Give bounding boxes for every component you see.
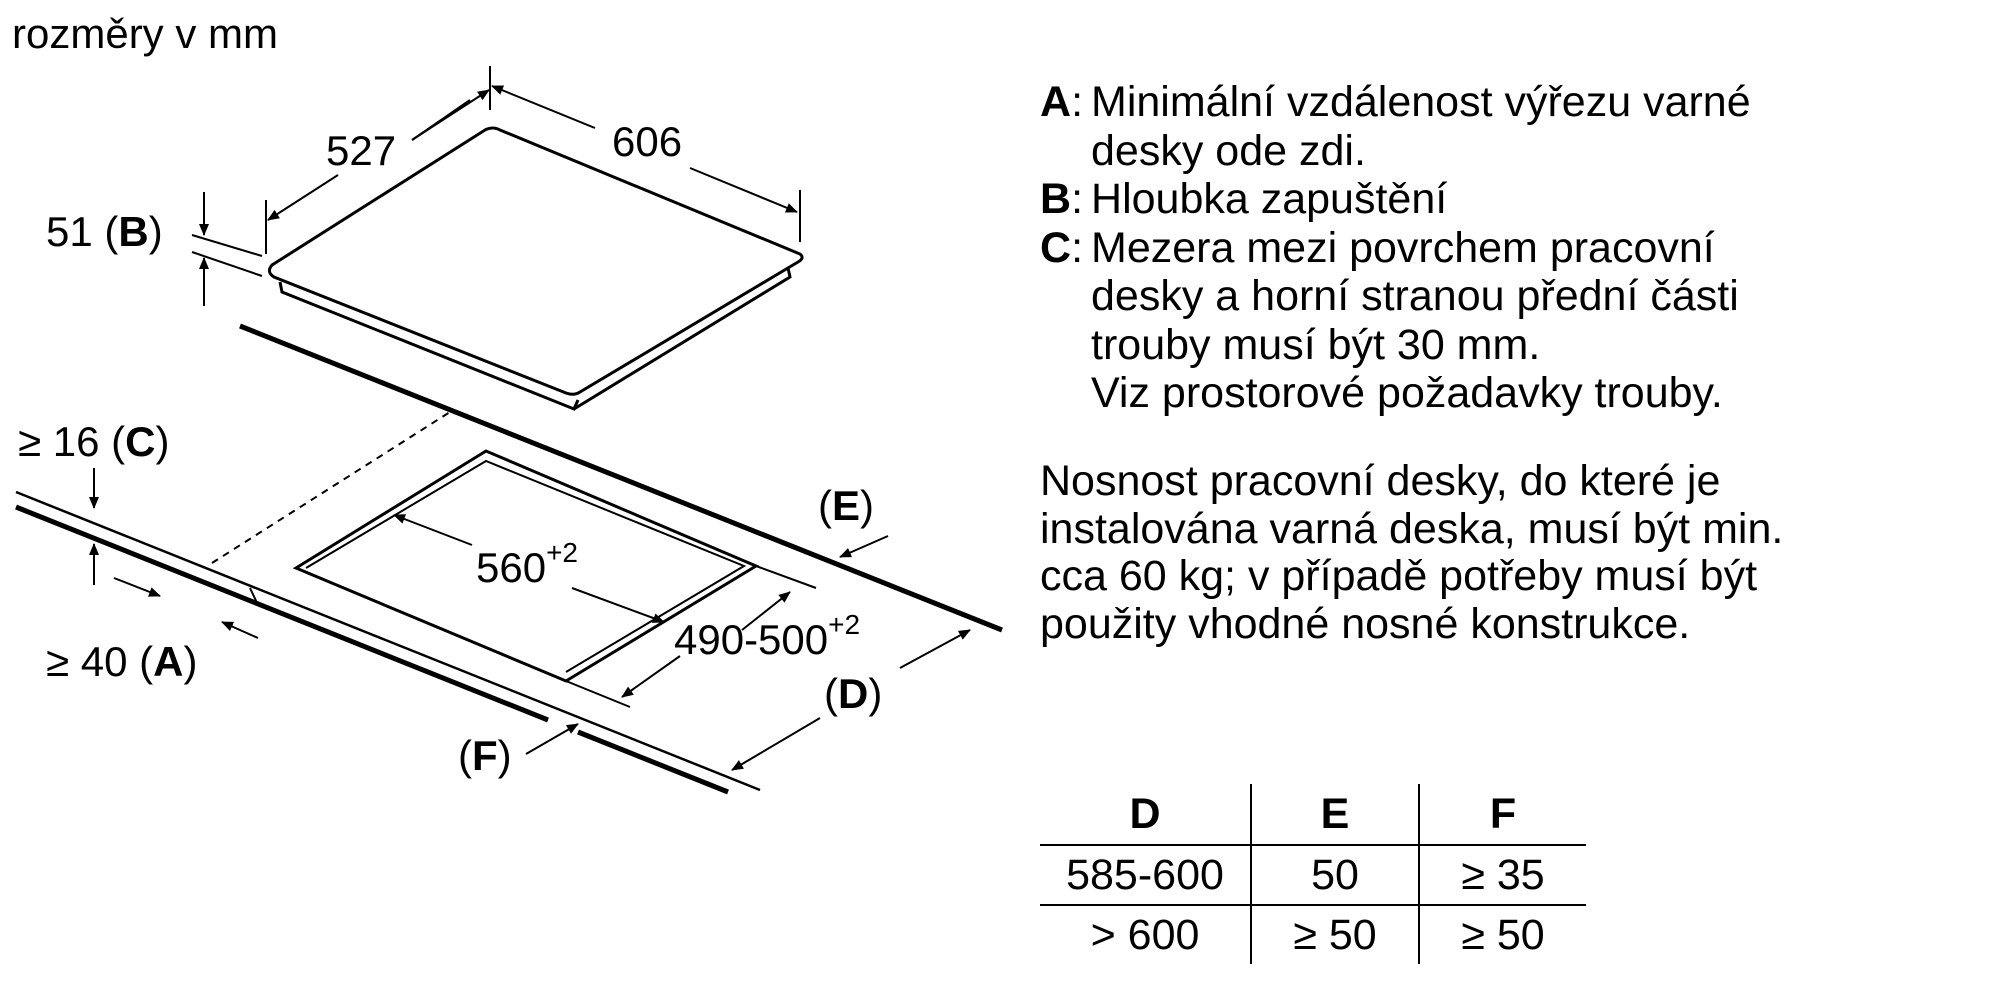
legend-key: A — [1040, 78, 1072, 126]
legend-line: Hloubka zapuštění — [1091, 175, 1448, 223]
legend-line: Mezera mezi povrchem pracovní — [1091, 223, 1715, 272]
dim-f-line — [525, 723, 579, 755]
dim-51-label: 51 (B) — [46, 208, 163, 255]
dim-606-line-a — [491, 85, 596, 129]
dim-a-arrow-left — [113, 577, 161, 597]
legend-colon: : — [1071, 175, 1084, 223]
units-caption: rozměry v mm — [12, 10, 278, 57]
hob-dimension-lines — [191, 66, 801, 306]
legend-line: desky ode zdi. — [1091, 126, 1366, 175]
load-note-line: Nosnost pracovní desky, do které je — [1040, 457, 1721, 505]
dim-560-label: 560+2 — [476, 537, 578, 591]
legend-key: B — [1040, 175, 1072, 223]
table-cell: > 600 — [1040, 905, 1252, 964]
label-d: (D) — [824, 670, 882, 717]
dim-606-line-b — [689, 167, 798, 213]
table-header-e: E — [1251, 784, 1420, 846]
legend-line: desky a horní stranou přední části — [1091, 272, 1739, 320]
table-cell: ≥ 35 — [1419, 845, 1586, 906]
dimension-table: D E F 585-600 50 ≥ 35 > 600 ≥ 50 ≥ 50 — [1040, 784, 1586, 964]
dim-527-line-a-arrow — [411, 89, 490, 141]
worktop-front-edge-bottom-b — [577, 729, 729, 795]
dim-a-label: ≥ 40 (A) — [46, 638, 197, 685]
legend-line: trouby musí být 30 mm. — [1091, 320, 1541, 369]
load-note-line: použity vhodné nosné konstrukce. — [1040, 599, 1691, 648]
dim-d-line-b — [731, 717, 821, 771]
worktop-back-edge — [239, 323, 1003, 633]
worktop-front-edge-top — [15, 490, 761, 792]
legend: A: Minimální vzdálenost výřezu varné des… — [1040, 78, 1940, 418]
table-row: > 600 ≥ 50 ≥ 50 — [1040, 905, 1586, 964]
dim-606-label: 606 — [612, 118, 682, 165]
table-cell: 585-600 — [1040, 845, 1252, 906]
load-note-line: cca 60 kg; v případě potřeby musí být — [1040, 552, 1758, 600]
legend-item-a: A: Minimální vzdálenost výřezu varné des… — [1040, 78, 1940, 175]
table-header-row: D E F — [1040, 784, 1586, 846]
load-note-line: instalována varná deska, musí být min. — [1040, 504, 1784, 553]
worktop-front-edge-bottom-a — [15, 504, 549, 723]
legend-text: Minimální vzdálenost výřezu varné desky … — [1091, 78, 1940, 175]
dim-560-line-b — [571, 587, 665, 623]
dim-490-line-a — [741, 591, 791, 631]
dim-490-label: 490-500+2 — [674, 609, 860, 663]
table-header-f: F — [1419, 784, 1586, 846]
dim-490-line-b — [621, 655, 681, 698]
label-e: (E) — [818, 482, 874, 529]
legend-key: C — [1040, 223, 1072, 272]
table-cell: ≥ 50 — [1461, 910, 1545, 959]
table-header-d: D — [1040, 784, 1252, 846]
dim-c-label: ≥ 16 (C) — [18, 418, 169, 465]
load-note: Nosnost pracovní desky, do které je inst… — [1040, 457, 1920, 648]
dim-e-line — [839, 535, 889, 558]
hob-base-edge — [278, 267, 792, 411]
hob-drawing — [267, 126, 804, 411]
hob-top-surface — [267, 126, 804, 396]
dim-527-label: 527 — [326, 127, 396, 174]
dim-a-arrow-right — [221, 621, 259, 639]
legend-line: Minimální vzdálenost výřezu varné — [1091, 78, 1751, 126]
legend-colon: : — [1071, 223, 1084, 272]
legend-item-c: C: Mezera mezi povrchem pracovní desky a… — [1040, 224, 1940, 418]
table-cell: 50 — [1251, 845, 1420, 906]
legend-text: Hloubka zapuštění — [1091, 175, 1940, 224]
worktop-cutout-guide — [211, 411, 451, 564]
dim-d-line-a — [899, 629, 971, 669]
legend-colon: : — [1071, 78, 1084, 126]
dim-560-line-a — [393, 514, 473, 546]
table-row: 585-600 50 ≥ 35 — [1040, 845, 1586, 906]
label-f: (F) — [458, 732, 512, 779]
legend-item-b: B: Hloubka zapuštění — [1040, 175, 1940, 224]
cutout-dimension-lines — [89, 468, 971, 771]
table-cell: ≥ 50 — [1251, 905, 1420, 964]
legend-line: Viz prostorové požadavky trouby. — [1091, 369, 1723, 417]
dim-527-line-b — [267, 174, 339, 221]
legend-text: Mezera mezi povrchem pracovní desky a ho… — [1091, 224, 1940, 418]
